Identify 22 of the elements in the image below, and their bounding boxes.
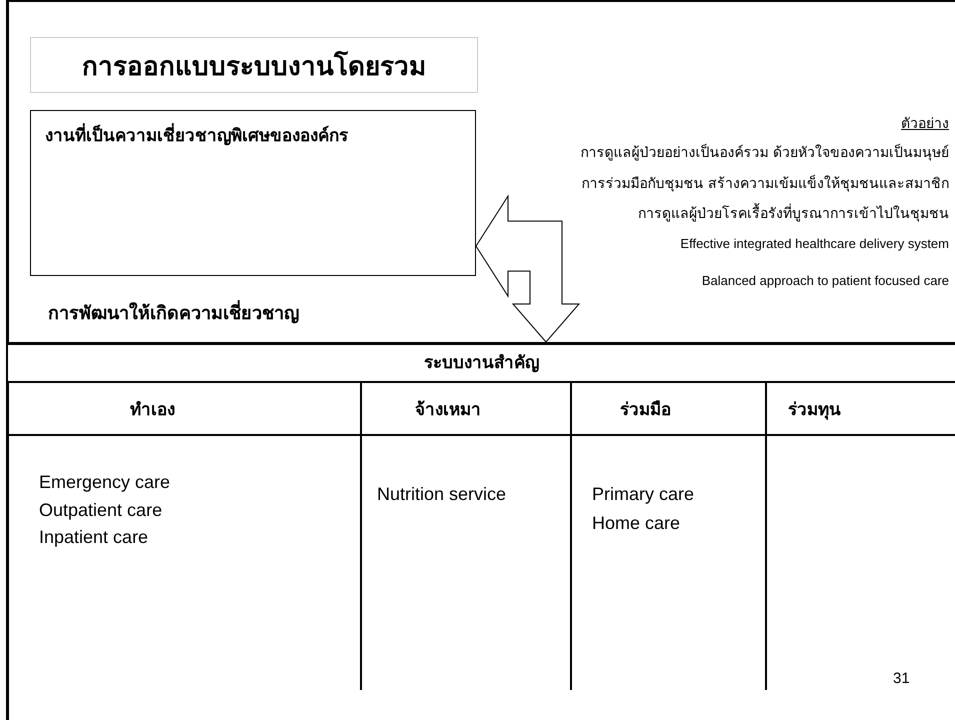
title-box: การออกแบบระบบงานโดยรวม: [30, 37, 478, 93]
table-header-band: ระบบงานสำคัญ: [8, 342, 955, 383]
heading-text: ตัวอย่าง: [901, 115, 949, 134]
column-header: จ้างเหมา: [415, 399, 481, 422]
cell-text: Emergency care: [39, 472, 170, 493]
cell-text: Inpatient care: [39, 527, 148, 548]
column-header: ร่วมมือ: [620, 399, 671, 422]
example-text: Effective integrated healthcare delivery system: [680, 236, 949, 251]
cell-text: Home care: [592, 513, 680, 534]
specialty-box: งานที่เป็นความเชี่ยวชาญพิเศษขององค์กร: [30, 110, 476, 276]
page-number: 31: [893, 670, 910, 687]
column-header: ร่วมทุน: [788, 399, 841, 422]
example-text: การดูแลผู้ป่วยอย่างเป็นองค์รวม ด้วยหัวใจของความเป็นมนุษย์: [580, 142, 949, 163]
column-header: ทำเอง: [130, 399, 175, 422]
caption-text: การพัฒนาให้เกิดความเชี่ยวชาญ: [48, 298, 299, 327]
example-text: Balanced approach to patient focused care: [702, 273, 949, 288]
example-text: การร่วมมือกับชุมชน สร้างความเข้มแข็งให้ชุมชนและสมาชิก: [582, 174, 949, 194]
cell-text: Nutrition service: [377, 484, 506, 505]
example-text: การดูแลผู้ป่วยโรคเรื้อรังที่บูรณาการเข้าไปในชุมชน: [638, 202, 949, 224]
cell-text: Primary care: [592, 484, 694, 505]
double-block-arrow: [475, 194, 580, 343]
cell-text: Outpatient care: [39, 500, 162, 521]
